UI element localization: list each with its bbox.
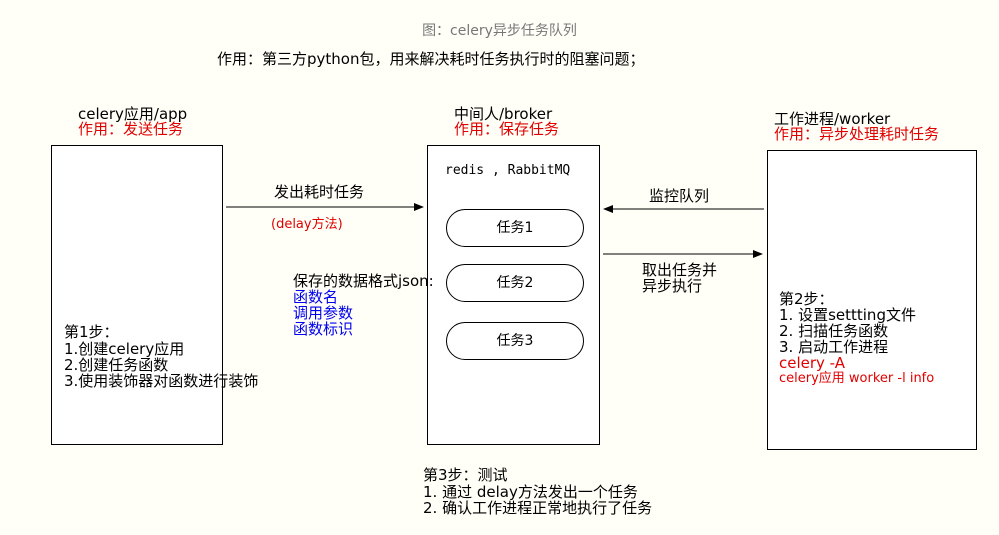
send-label: 发出耗时任务 <box>274 183 365 201</box>
storage-item-1: 函数名 <box>293 288 339 306</box>
app-step-1: 1.创建celery应用 <box>64 340 185 358</box>
send-arrow-head <box>414 203 424 211</box>
monitor-label: 监控队列 <box>649 187 710 205</box>
monitor-arrow-head <box>603 205 613 213</box>
worker-step-3: 3. 启动工作进程 <box>779 338 889 356</box>
worker-step-heading: 第2步： <box>779 290 834 308</box>
worker-step-1: 1. 设置settting文件 <box>779 306 916 324</box>
diagram-title: 图：celery异步任务队列 <box>422 23 577 39</box>
app-step-3: 3.使用装饰器对函数进行装饰 <box>64 372 259 390</box>
app-box: 第1步： 1.创建celery应用 2.创建任务函数 3.使用装饰器对函数进行装… <box>51 145 258 445</box>
storage-item-2: 调用参数 <box>293 304 354 322</box>
storage-label: 保存的数据格式json: <box>293 272 434 290</box>
worker-step-2: 2. 扫描任务函数 <box>779 322 889 340</box>
fetch-label-1: 取出任务并 <box>642 261 718 279</box>
broker-role: 作用：保存任务 <box>454 120 560 138</box>
app-step-2: 2.创建任务函数 <box>64 356 169 374</box>
worker-role: 作用：异步处理耗时任务 <box>774 125 940 143</box>
send-method-label: (delay方法) <box>271 217 343 232</box>
worker-command-1: celery -A <box>779 354 846 372</box>
task-pill-2: 任务2 <box>446 264 584 302</box>
test-heading: 第3步：测试 <box>423 466 508 484</box>
worker-name: 工作进程/worker <box>774 110 891 128</box>
diagram-subtitle: 作用：第三方python包，用来解决耗时任务执行时的阻塞问题； <box>217 50 645 68</box>
task-pill-1: 任务1 <box>446 209 584 247</box>
worker-box: 第2步： 1. 设置settting文件 2. 扫描任务函数 3. 启动工作进程… <box>767 150 977 450</box>
worker-command-2: celery应用 worker -l info <box>779 371 935 386</box>
test-step-2: 2. 确认工作进程正常地执行了任务 <box>423 499 653 517</box>
fetch-arrow-head <box>753 250 763 258</box>
storage-item-3: 函数标识 <box>293 320 354 338</box>
broker-name: 中间人/broker <box>454 105 553 123</box>
broker-impl: redis , RabbitMQ <box>445 163 571 178</box>
app-step-heading: 第1步： <box>64 323 119 341</box>
task-pill-3: 任务3 <box>446 322 584 360</box>
app-name: celery应用/app <box>78 105 188 123</box>
fetch-label-2: 异步执行 <box>642 277 703 295</box>
test-step-1: 1. 通过 delay方法发出一个任务 <box>423 483 638 501</box>
app-role: 作用：发送任务 <box>78 120 184 138</box>
